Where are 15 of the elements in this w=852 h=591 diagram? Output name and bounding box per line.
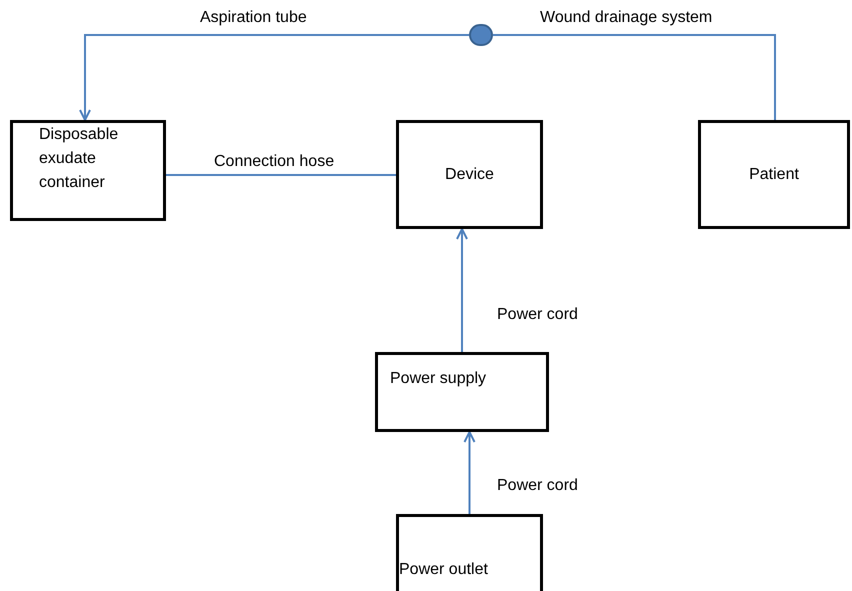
connector-line — [493, 34, 776, 120]
box-text: Patient — [749, 164, 799, 184]
component-box — [698, 120, 850, 229]
component-box — [375, 352, 549, 432]
arrow — [456, 228, 468, 352]
component-box — [396, 514, 543, 591]
component-box — [396, 120, 543, 229]
arrow — [79, 34, 469, 121]
box-text: Power supply — [390, 369, 486, 389]
arrow — [464, 431, 476, 514]
box-text: Device — [445, 164, 494, 184]
connector-line — [166, 174, 396, 176]
component-box — [10, 120, 166, 221]
box-text: Disposable exudate container — [39, 125, 120, 193]
box-text: Power outlet — [399, 560, 488, 580]
